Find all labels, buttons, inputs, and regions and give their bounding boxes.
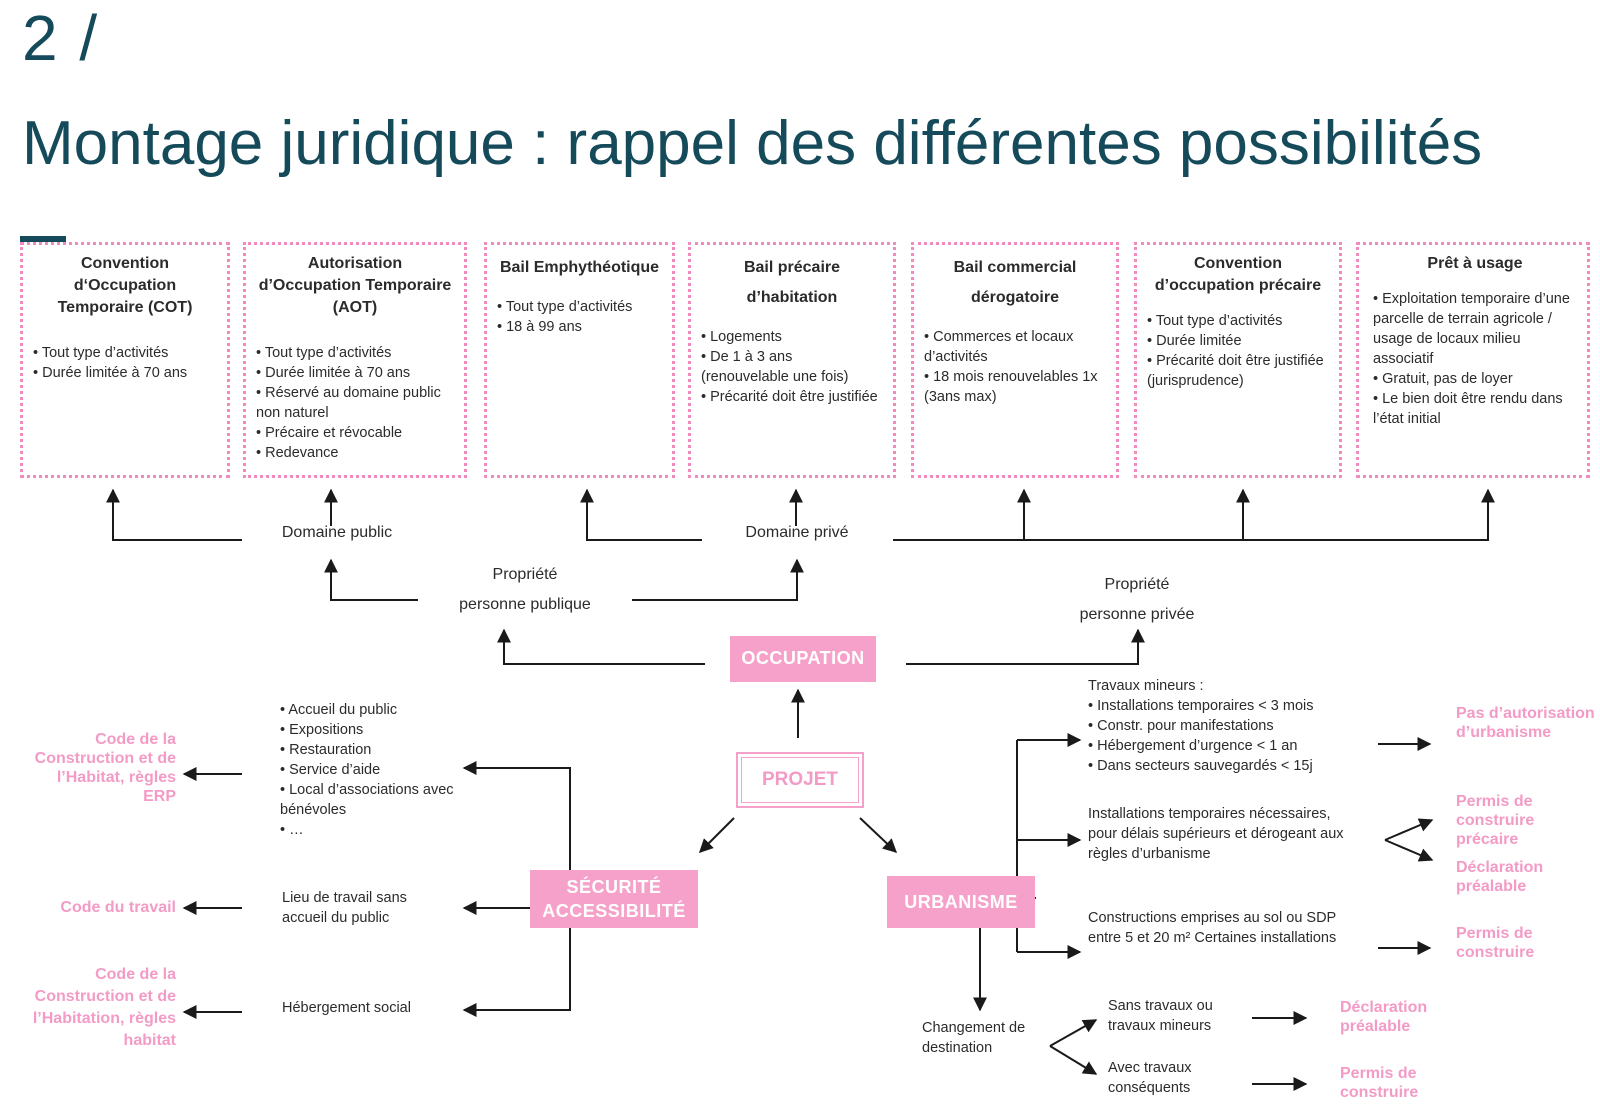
list-item: Accueil du public bbox=[280, 700, 480, 720]
list-item: Précaire et révocable bbox=[256, 423, 454, 443]
section-number: 2 / bbox=[22, 2, 100, 74]
list-travaux-mineurs: Travaux mineurs : Installations temporai… bbox=[1088, 676, 1368, 776]
node-securite-accessibilite: SÉCURITÉ ACCESSIBILITÉ bbox=[530, 870, 698, 928]
list-item: Expositions bbox=[280, 720, 480, 740]
label-domaine-prive: Domaine privé bbox=[745, 524, 849, 541]
list-item: Durée limitée bbox=[1147, 331, 1329, 351]
text-declaration-prealable-destination: Déclaration préalable bbox=[1340, 999, 1428, 1035]
list-item: Tout type d’activités bbox=[256, 343, 454, 363]
box-title: Convention d’occupation précaire bbox=[1154, 255, 1322, 294]
text-code-construction-erp: Code de la Construction et de l’Habitat,… bbox=[34, 731, 176, 805]
box-aot: Autorisation d’Occupation Temporaire (AO… bbox=[243, 242, 467, 478]
box-bail-emphyteotique: Bail Emphythéotique Tout type d’activité… bbox=[484, 242, 675, 478]
list-item: Exploitation temporaire d’une parcelle d… bbox=[1373, 289, 1577, 369]
text-code-construction-habitat: Code de la Construction et de l’Habitati… bbox=[32, 966, 176, 1049]
title-underline bbox=[20, 236, 66, 242]
text-changement-destination: Changement de destination bbox=[922, 1020, 1026, 1056]
page-title: Montage juridique : rappel des différent… bbox=[22, 109, 1483, 178]
node-line: SÉCURITÉ bbox=[566, 877, 662, 897]
label-domaine-public: Domaine public bbox=[281, 524, 393, 541]
label-line: personne publique bbox=[459, 596, 591, 613]
list-item: Durée limitée à 70 ans bbox=[33, 363, 217, 383]
label-line: personne privée bbox=[1079, 606, 1195, 623]
list-item: Logements bbox=[701, 327, 883, 347]
list-title: Travaux mineurs : bbox=[1088, 678, 1204, 694]
box-pret-usage: Prêt à usage Exploitation temporaire d’u… bbox=[1356, 242, 1590, 478]
node-projet: PROJET bbox=[736, 752, 864, 808]
text-declaration-prealable: Déclaration préalable bbox=[1456, 859, 1544, 895]
text-hebergement-social: Hébergement social bbox=[282, 1000, 411, 1016]
label-line: Propriété bbox=[492, 566, 558, 583]
list-item: Constr. pour manifestations bbox=[1088, 716, 1368, 736]
node-occupation: OCCUPATION bbox=[730, 636, 876, 682]
list-item: Le bien doit être rendu dans l’état init… bbox=[1373, 389, 1577, 429]
text-avec-travaux: Avec travaux conséquents bbox=[1108, 1060, 1192, 1096]
box-bail-commercial: Bail commercial dérogatoire Commerces et… bbox=[911, 242, 1119, 478]
list-item: De 1 à 3 ans (renouvelable une fois) bbox=[701, 347, 883, 387]
list-item: Gratuit, pas de loyer bbox=[1373, 369, 1577, 389]
box-title: Prêt à usage bbox=[1427, 255, 1523, 272]
box-title: Bail précaire d’habitation bbox=[743, 259, 841, 306]
list-item: Durée limitée à 70 ans bbox=[256, 363, 454, 383]
list-item: Redevance bbox=[256, 443, 454, 463]
list-item: Local d’associations avec bénévoles bbox=[280, 780, 480, 820]
list-item: Tout type d’activités bbox=[33, 343, 217, 363]
list-item: Service d’aide bbox=[280, 760, 480, 780]
list-item: Précarité doit être justifiée bbox=[701, 387, 883, 407]
list-item: Restauration bbox=[280, 740, 480, 760]
text-sans-travaux: Sans travaux ou travaux mineurs bbox=[1108, 998, 1213, 1034]
list-item: Tout type d’activités bbox=[1147, 311, 1329, 331]
text-permis-construire-destination: Permis de construire bbox=[1340, 1065, 1419, 1101]
label-line: Propriété bbox=[1104, 576, 1170, 593]
list-item: Hébergement d’urgence < 1 an bbox=[1088, 736, 1368, 756]
text-permis-precaire: Permis de construire précaire bbox=[1456, 793, 1535, 848]
list-item: … bbox=[280, 820, 480, 840]
list-item: Précarité doit être justifiée (jurisprud… bbox=[1147, 351, 1329, 391]
box-title: Bail commercial dérogatoire bbox=[953, 259, 1077, 306]
list-item: Tout type d’activités bbox=[497, 297, 662, 317]
label-propriete-publique: Propriété personne publique bbox=[430, 560, 620, 620]
list-item: Commerces et locaux d’activités bbox=[924, 327, 1106, 367]
box-cot: Convention d‘Occupation Temporaire (COT)… bbox=[20, 242, 230, 478]
node-urbanisme: URBANISME bbox=[887, 876, 1035, 928]
text-code-travail: Code du travail bbox=[60, 899, 176, 916]
text-lieu-travail: Lieu de travail sans accueil du public bbox=[282, 890, 407, 926]
list-item: Installations temporaires < 3 mois bbox=[1088, 696, 1368, 716]
text-permis-construire: Permis de construire bbox=[1456, 925, 1535, 961]
list-item: Réservé au domaine public non naturel bbox=[256, 383, 454, 423]
text-constructions: Constructions emprises au sol ou SDP ent… bbox=[1088, 910, 1337, 946]
list-item: Dans secteurs sauvegardés < 15j bbox=[1088, 756, 1368, 776]
box-title: Autorisation d’Occupation Temporaire (AO… bbox=[258, 255, 452, 316]
list-accueil-public: Accueil du public Expositions Restaurati… bbox=[280, 700, 480, 840]
label-propriete-privee: Propriété personne privée bbox=[1042, 570, 1232, 630]
box-title: Convention d‘Occupation Temporaire (COT) bbox=[57, 255, 193, 316]
list-item: 18 mois renouvelables 1x (3ans max) bbox=[924, 367, 1106, 407]
list-item: 18 à 99 ans bbox=[497, 317, 662, 337]
box-title: Bail Emphythéotique bbox=[499, 259, 660, 276]
node-line: ACCESSIBILITÉ bbox=[542, 901, 686, 921]
text-pas-autorisation: Pas d’autorisation d’urbanisme bbox=[1456, 705, 1595, 741]
text-installations-temporaires: Installations temporaires nécessaires, p… bbox=[1088, 806, 1344, 862]
box-convention-precaire: Convention d’occupation précaire Tout ty… bbox=[1134, 242, 1342, 478]
box-bail-precaire: Bail précaire d’habitation Logements De … bbox=[688, 242, 896, 478]
